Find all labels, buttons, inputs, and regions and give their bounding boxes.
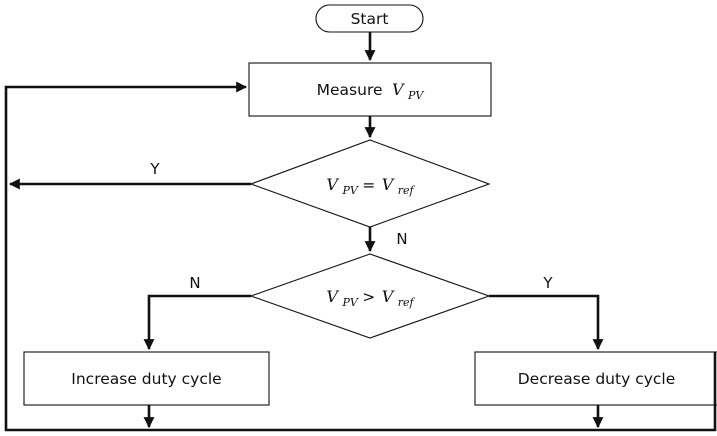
greater-no-label: N (189, 274, 200, 292)
decision-greater-left-sub: PV (341, 296, 358, 309)
decrease-node: Decrease duty cycle (474, 351, 717, 406)
measure-label-text: Measure (317, 81, 383, 99)
start-node: Start (315, 4, 424, 33)
measure-var-sub: PV (407, 89, 424, 102)
measure-label: Measure V PV (317, 80, 425, 102)
greater-yes-arrow (489, 294, 604, 351)
increase-label: Increase duty cycle (71, 370, 221, 388)
decision-greater-right-var: V (382, 287, 395, 306)
decision-equal-left-sub: PV (341, 184, 358, 197)
decision-greater-left-var: V (326, 287, 339, 306)
decrease-shape (474, 351, 717, 406)
equal-no-label: N (396, 230, 407, 248)
equal-yes-label: Y (149, 160, 160, 178)
greater-yes-label: Y (542, 274, 553, 292)
increase-shape (23, 351, 270, 406)
decision-greater-label: V PV > V ref (326, 287, 415, 310)
measure-var: V (392, 80, 405, 99)
decrease-label: Decrease duty cycle (518, 370, 676, 388)
increase-node: Increase duty cycle (23, 351, 270, 406)
decision-equal-left-var: V (326, 175, 339, 194)
greater-no-arrow (143, 294, 251, 351)
measure-shape (248, 62, 492, 117)
loop-back-arrow (4, 81, 717, 432)
decision-greater-shape (249, 253, 491, 339)
decision-greater-operator: > (362, 288, 375, 306)
decision-equal-operator: = (362, 176, 375, 194)
decision-equal-right-sub: ref (398, 184, 416, 197)
decision-equal-label: V PV = V ref (326, 175, 415, 198)
decision-greater-right-sub: ref (398, 296, 416, 309)
measure-node: Measure V PV (248, 62, 492, 117)
decision-greater-node: V PV > V ref (249, 253, 491, 339)
decision-equal-right-var: V (382, 175, 395, 194)
start-label: Start (351, 10, 389, 28)
decision-equal-node: V PV = V ref (249, 139, 491, 228)
